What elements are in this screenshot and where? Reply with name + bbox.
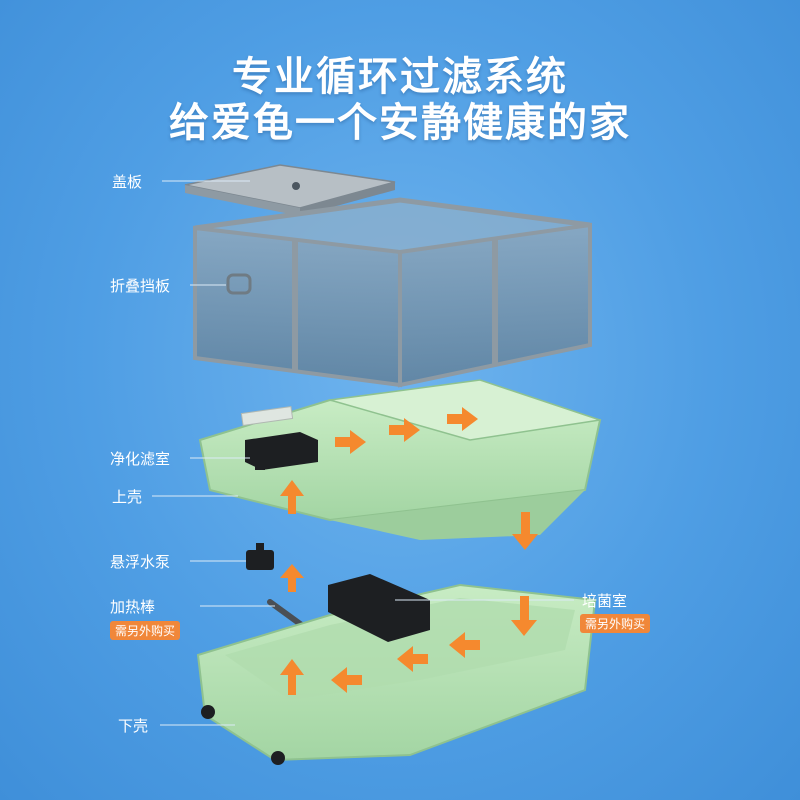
- folding-panel-enclosure: [193, 197, 592, 388]
- arrow-up-pump: [280, 564, 304, 592]
- arrow-left-1: [449, 632, 480, 658]
- label-filter-chamber: 净化滤室: [110, 450, 171, 468]
- flow-arrows: [280, 407, 538, 695]
- arrow-down-right: [511, 596, 537, 636]
- bacteria-room: [328, 574, 430, 642]
- label-bacteria-room: 培菌室: [582, 592, 628, 610]
- arrow-up-lower: [280, 659, 304, 695]
- arrow-up-upper: [280, 480, 304, 514]
- filter-chamber: [245, 432, 318, 470]
- arrow-left-2: [397, 646, 428, 672]
- lid-panel: [184, 164, 396, 216]
- pump: [246, 543, 274, 570]
- bacteria-note-badge: 需另外购买: [580, 614, 651, 633]
- arrow-left-3: [331, 667, 362, 693]
- heater-note-badge: 需另外购买: [110, 621, 181, 640]
- label-folding-panel: 折叠挡板: [110, 277, 171, 295]
- label-heater: 加热棒: [110, 598, 156, 616]
- arrow-right-2: [389, 418, 420, 442]
- arrow-right-1: [335, 430, 366, 454]
- headline-line-1: 专业循环过滤系统: [232, 54, 568, 100]
- arrow-right-3: [447, 407, 478, 431]
- label-lid: 盖板: [112, 173, 143, 191]
- leader-lines: [152, 180, 574, 726]
- headline-line-2: 给爱龟一个安静健康的家: [169, 100, 631, 146]
- heater-rod: [267, 599, 306, 629]
- label-upper-shell: 上壳: [112, 488, 143, 506]
- label-pump: 悬浮水泵: [110, 553, 171, 571]
- arrow-down-middle: [512, 512, 538, 550]
- label-lower-shell: 下壳: [118, 717, 149, 735]
- lower-shell: [196, 583, 597, 765]
